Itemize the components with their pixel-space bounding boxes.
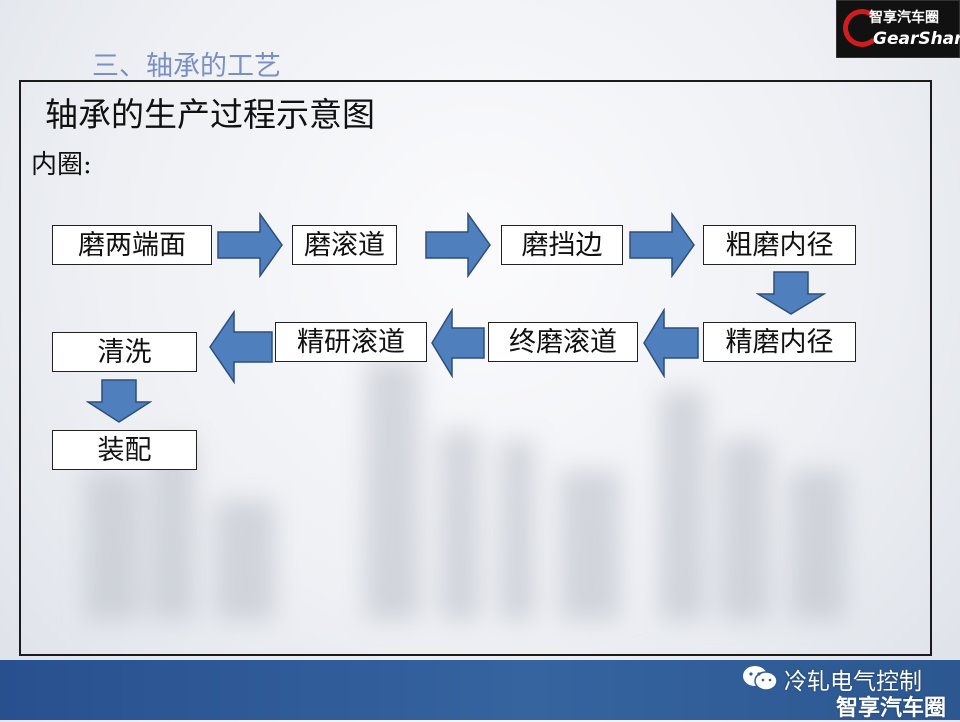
flow-step-7: 精研滚道: [275, 322, 427, 362]
flow-step-9: 装配: [52, 430, 197, 470]
watermark-account-name: 冷轧电气控制: [784, 669, 922, 695]
brand-logo: 智享汽车圈 GearShare: [836, 0, 960, 58]
content-frame: [19, 80, 932, 656]
subhead-inner-ring: 内圈:: [31, 150, 92, 180]
logo-text-en: GearShare: [873, 29, 960, 49]
slide-title: 轴承的生产过程示意图: [45, 95, 375, 134]
flow-step-8: 清洗: [52, 332, 197, 372]
wechat-icon: [743, 666, 778, 691]
flow-step-2: 磨滚道: [292, 225, 397, 265]
flow-arrow-6-7: [431, 308, 485, 378]
watermark-brand: 智享汽车圈: [836, 696, 947, 721]
flow-arrow-2-3: [425, 212, 491, 278]
flow-arrow-3-4: [629, 212, 695, 278]
flow-arrow-4-5: [756, 271, 826, 315]
flow-step-4: 粗磨内径: [703, 225, 856, 265]
flow-step-6: 终磨滚道: [488, 322, 638, 362]
flow-step-1: 磨两端面: [52, 225, 212, 265]
flow-arrow-7-8: [209, 310, 273, 384]
logo-text-cn: 智享汽车圈: [869, 10, 939, 26]
flow-step-3: 磨挡边: [501, 225, 623, 265]
gear-icon: [843, 9, 881, 47]
flow-arrow-1-2: [217, 212, 283, 278]
section-title: 三、轴承的工艺: [92, 51, 281, 82]
flow-step-5: 精磨内径: [703, 322, 856, 362]
footer-bar: [0, 660, 960, 720]
flow-arrow-5-6: [643, 308, 699, 378]
flow-arrow-8-9: [86, 379, 152, 423]
